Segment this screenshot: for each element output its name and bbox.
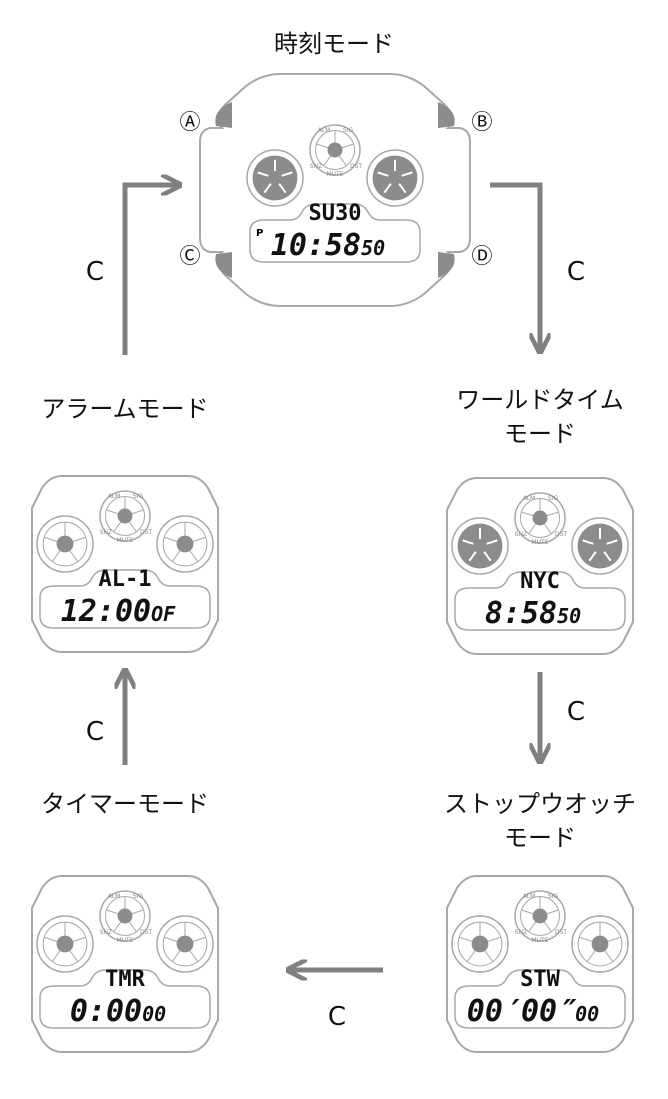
display-line-1: NYC [520, 569, 560, 594]
display-time: 8:58 [485, 596, 557, 631]
display-main: 00′00″00 [467, 994, 599, 1029]
display-time: 12:00 [61, 594, 151, 629]
display-line-1: AL-1 [99, 567, 152, 592]
mode-indicator-dial [99, 890, 151, 942]
display-main: 12:00OF [61, 594, 176, 629]
right-subdial [156, 915, 214, 973]
arrow-label-c: C [567, 697, 585, 727]
indicator-snz: SNZ [310, 163, 322, 170]
left-subdial [36, 915, 94, 973]
lcd-display [39, 569, 211, 629]
mode-indicator-dial [514, 492, 566, 544]
indicator-snz: SNZ [100, 529, 112, 536]
left-subdial [246, 149, 304, 207]
alarm-mode-title: アラームモード [41, 395, 208, 423]
arrow-alarm-to-timekeeping [122, 185, 178, 355]
arrow-timekeeping-to-world-time [490, 182, 540, 350]
indicator-dst: DST [350, 163, 362, 170]
button-a-label: Ⓐ [180, 110, 201, 134]
button-b-label: Ⓑ [472, 110, 493, 134]
indicator-mute: MUTE [116, 937, 133, 944]
stopwatch-mode-title-1: ストップウオッチ [444, 790, 636, 818]
indicator-alm: ALM [523, 495, 536, 502]
display-time: 0:00 [70, 994, 142, 1029]
indicator-snz: SNZ [515, 929, 527, 936]
indicator-mute: MUTE [326, 171, 343, 178]
indicator-mute: MUTE [531, 539, 548, 546]
button-c-label: Ⓒ [180, 244, 201, 268]
display-main: 10:5850 [271, 228, 385, 263]
arrow-label-c: C [86, 257, 104, 287]
pm-indicator: P [256, 228, 263, 239]
indicator-sig: SIG [343, 127, 354, 134]
indicator-dst: DST [140, 529, 152, 536]
watch-case [199, 73, 471, 307]
lcd-display [249, 203, 421, 263]
right-subdial [571, 915, 629, 973]
left-subdial [451, 517, 509, 575]
indicator-sig: SIG [548, 893, 559, 900]
indicator-snz: SNZ [515, 531, 527, 538]
indicator-sig: SIG [133, 493, 144, 500]
display-seconds: 50 [557, 604, 581, 628]
timer-mode-title: タイマーモード [41, 790, 209, 818]
indicator-snz: SNZ [100, 929, 112, 936]
display-time: 00′00″ [467, 994, 577, 1029]
arrow-label-c: C [86, 717, 104, 747]
indicator-alm: ALM [108, 893, 121, 900]
mode-indicator-dial [514, 890, 566, 942]
display-seconds: OF [151, 602, 176, 626]
arrow-label-c: C [567, 257, 585, 287]
indicator-dst: DST [555, 531, 567, 538]
left-subdial [451, 915, 509, 973]
indicator-mute: MUTE [531, 937, 548, 944]
indicator-alm: ALM [318, 127, 331, 134]
left-subdial [36, 515, 94, 573]
alarm-watch: ALM SIG SNZ DST MUTE AL-112:00OF [31, 475, 219, 653]
lcd-display [454, 571, 626, 631]
display-line-1: STW [520, 967, 560, 992]
button-d-label: Ⓓ [472, 244, 493, 268]
arrow-label-c: C [328, 1002, 346, 1032]
display-line-1: TMR [105, 967, 145, 992]
indicator-sig: SIG [133, 893, 144, 900]
lcd-display [454, 969, 626, 1029]
stopwatch-mode-title-2: モード [504, 824, 576, 852]
world-time-mode-title-2: モード [504, 420, 576, 448]
indicator-mute: MUTE [116, 537, 133, 544]
right-subdial [366, 149, 424, 207]
right-subdial [156, 515, 214, 573]
indicator-alm: ALM [108, 493, 121, 500]
timekeeping-mode-title: 時刻モード [274, 30, 394, 58]
display-main: 8:5850 [485, 596, 581, 631]
indicator-dst: DST [140, 929, 152, 936]
indicator-dst: DST [555, 929, 567, 936]
display-seconds: 00 [575, 1002, 599, 1026]
lcd-display [39, 969, 211, 1029]
display-seconds: 00 [142, 1002, 166, 1026]
display-line-1: SU30 [309, 201, 362, 226]
display-seconds: 50 [361, 236, 385, 260]
world-time-mode-title-1: ワールドタイム [456, 386, 624, 414]
display-main: 0:0000 [70, 994, 166, 1029]
mode-indicator-dial [309, 124, 361, 176]
display-time: 10:58 [271, 228, 361, 263]
indicator-sig: SIG [548, 495, 559, 502]
indicator-alm: ALM [523, 893, 536, 900]
mode-indicator-dial [99, 490, 151, 542]
right-subdial [571, 517, 629, 575]
